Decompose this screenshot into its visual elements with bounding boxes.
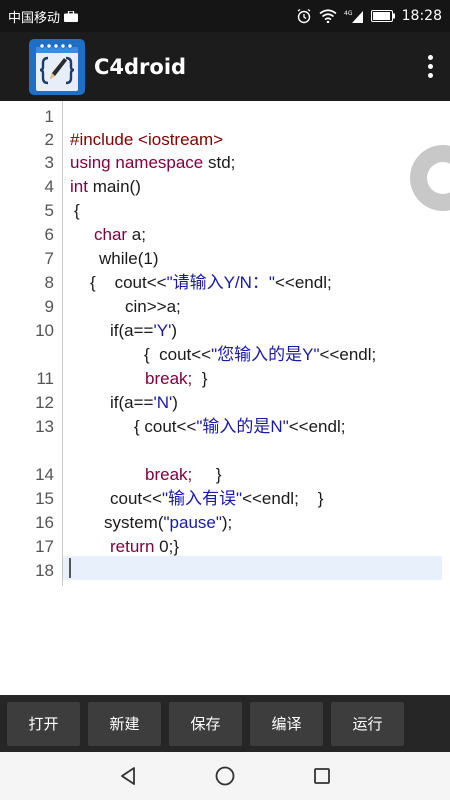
code-line: system("pause");	[104, 513, 233, 532]
scroll-handle[interactable]	[406, 141, 450, 215]
home-icon[interactable]	[214, 765, 236, 787]
line-number: 18	[35, 561, 54, 580]
wifi-icon	[319, 9, 337, 23]
svg-text:4G: 4G	[344, 10, 353, 17]
text-cursor	[69, 558, 71, 578]
line-number: 16	[35, 513, 54, 532]
code-line: break; }	[145, 369, 208, 388]
code-line: if(a=='N')	[110, 393, 178, 412]
overflow-menu-icon[interactable]	[410, 42, 450, 92]
code-line: return 0;}	[110, 537, 180, 556]
line-number: 12	[35, 393, 54, 412]
code-line: break; }	[145, 465, 222, 484]
clock: 18:28	[401, 8, 442, 24]
code-line: while(1)	[99, 249, 159, 268]
battery-icon	[370, 10, 395, 22]
line-number: 4	[44, 177, 54, 196]
line-number: 6	[44, 225, 54, 244]
code-line: if(a=='Y')	[110, 321, 177, 340]
line-number: 10	[35, 321, 54, 340]
line-number: 1	[44, 107, 54, 126]
code-line: cin>>a;	[125, 297, 181, 316]
recents-icon[interactable]	[311, 765, 333, 787]
open-button[interactable]: 打开	[7, 701, 80, 746]
line-number: 11	[36, 369, 54, 388]
line-number: 14	[35, 465, 54, 484]
line-number: 17	[35, 537, 54, 556]
code-line: cout<<"输入有误"<<endl; }	[110, 489, 324, 508]
signal-4g-icon: 4G	[344, 10, 363, 23]
back-icon[interactable]	[117, 765, 139, 787]
line-number: 5	[44, 201, 54, 220]
save-button[interactable]: 保存	[169, 701, 242, 746]
briefcase-icon	[64, 10, 79, 22]
run-button[interactable]: 运行	[331, 701, 404, 746]
notepad-brace-icon	[29, 38, 85, 95]
current-line-highlight	[63, 556, 442, 580]
line-number: 2	[44, 130, 54, 149]
code-line: using namespace std;	[70, 153, 236, 172]
code-line: char a;	[94, 225, 146, 244]
bottom-toolbar: 打开 新建 保存 编译 运行	[0, 695, 450, 752]
compile-button[interactable]: 编译	[250, 701, 323, 746]
line-number: 13	[35, 417, 54, 436]
carrier-name: 中国移动	[8, 10, 61, 26]
app-bar: C4droid	[0, 32, 450, 101]
alarm-icon	[297, 8, 311, 24]
code-line: {	[74, 201, 80, 220]
line-number: 9	[44, 297, 54, 316]
line-number: 3	[44, 153, 54, 172]
navigation-bar	[0, 752, 450, 800]
status-bar: 中国移动 4G 18:28	[0, 0, 450, 32]
code-line: { cout<<"您输入的是Y"<<endl;	[144, 345, 377, 364]
line-number: 8	[44, 273, 54, 292]
line-number: 15	[35, 489, 54, 508]
line-number: 7	[44, 249, 54, 268]
code-line: int main()	[70, 177, 141, 196]
new-button[interactable]: 新建	[88, 701, 161, 746]
code-editor[interactable]: 1 2 3 4 5 6 7 8 9 10 11 12 13 14 15 16 1…	[0, 101, 450, 695]
carrier-info: 中国移动	[8, 7, 79, 26]
code-line: #include <iostream>	[70, 130, 224, 149]
code-line: { cout<<"输入的是N"<<endl;	[134, 417, 346, 436]
app-title: C4droid	[94, 54, 187, 79]
gutter-divider	[62, 101, 63, 586]
code-line: { cout<<"请输入Y/N："<<endl;	[90, 273, 332, 292]
